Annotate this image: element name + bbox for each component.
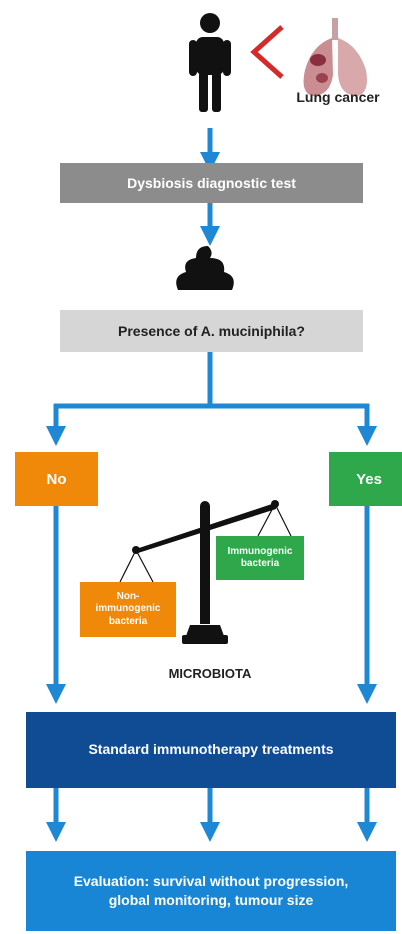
stool-icon — [176, 246, 234, 290]
immunotherapy-box: Standard immunotherapy treatments — [26, 712, 396, 788]
presence-question-box: Presence of A. muciniphila? — [60, 310, 363, 352]
balance-scale-icon — [119, 500, 292, 644]
person-icon — [189, 13, 231, 112]
dysbiosis-test-box: Dysbiosis diagnostic test — [60, 163, 363, 203]
yes-box: Yes — [329, 452, 402, 506]
bracket-icon — [250, 25, 284, 79]
disease-label: Lung cancer — [296, 89, 380, 105]
non-immunogenic-box: Non-immunogenic bacteria — [80, 582, 176, 637]
immunogenic-box: Immunogenic bacteria — [216, 536, 304, 580]
no-box: No — [15, 452, 98, 506]
lungs-icon — [303, 18, 367, 96]
microbiota-caption: MICROBIOTA — [168, 666, 252, 681]
evaluation-box: Evaluation: survival without progression… — [26, 851, 396, 931]
